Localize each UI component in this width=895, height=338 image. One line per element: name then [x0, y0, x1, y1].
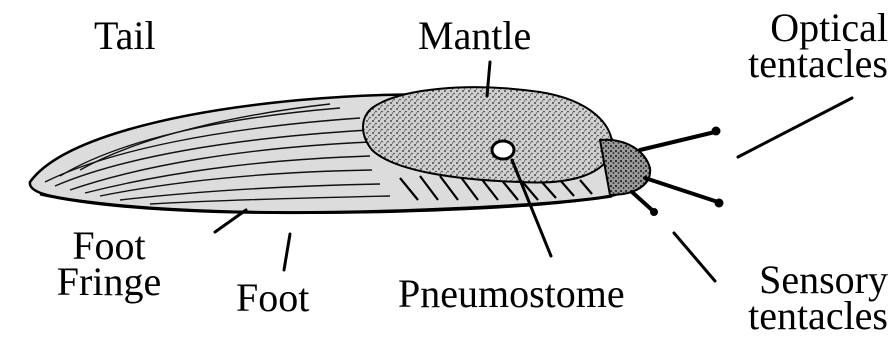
optical-tentacles-label-line2: tentacles: [710, 46, 888, 82]
optical-tentacles-shape: [640, 132, 718, 202]
pneumostome-opening: [492, 141, 514, 159]
foot-leader-line: [284, 234, 290, 270]
sensory-tentacle-shape: [632, 192, 652, 210]
foot-fringe-label-line2: Fringe: [44, 264, 174, 300]
pneumostome-label: Pneumostome: [398, 276, 625, 312]
tail-label: Tail: [94, 18, 156, 54]
optical-tentacles-leader-line: [738, 98, 852, 157]
sensory-tentacles-label: Sensory tentacles: [708, 262, 888, 334]
optical-tentacles-label: Optical tentacles: [710, 10, 888, 82]
sensory-tentacles-label-line2: tentacles: [708, 298, 888, 334]
foot-label: Foot: [236, 280, 309, 316]
mantle-label: Mantle: [418, 18, 531, 54]
foot-fringe-label: Foot Fringe: [44, 228, 174, 300]
